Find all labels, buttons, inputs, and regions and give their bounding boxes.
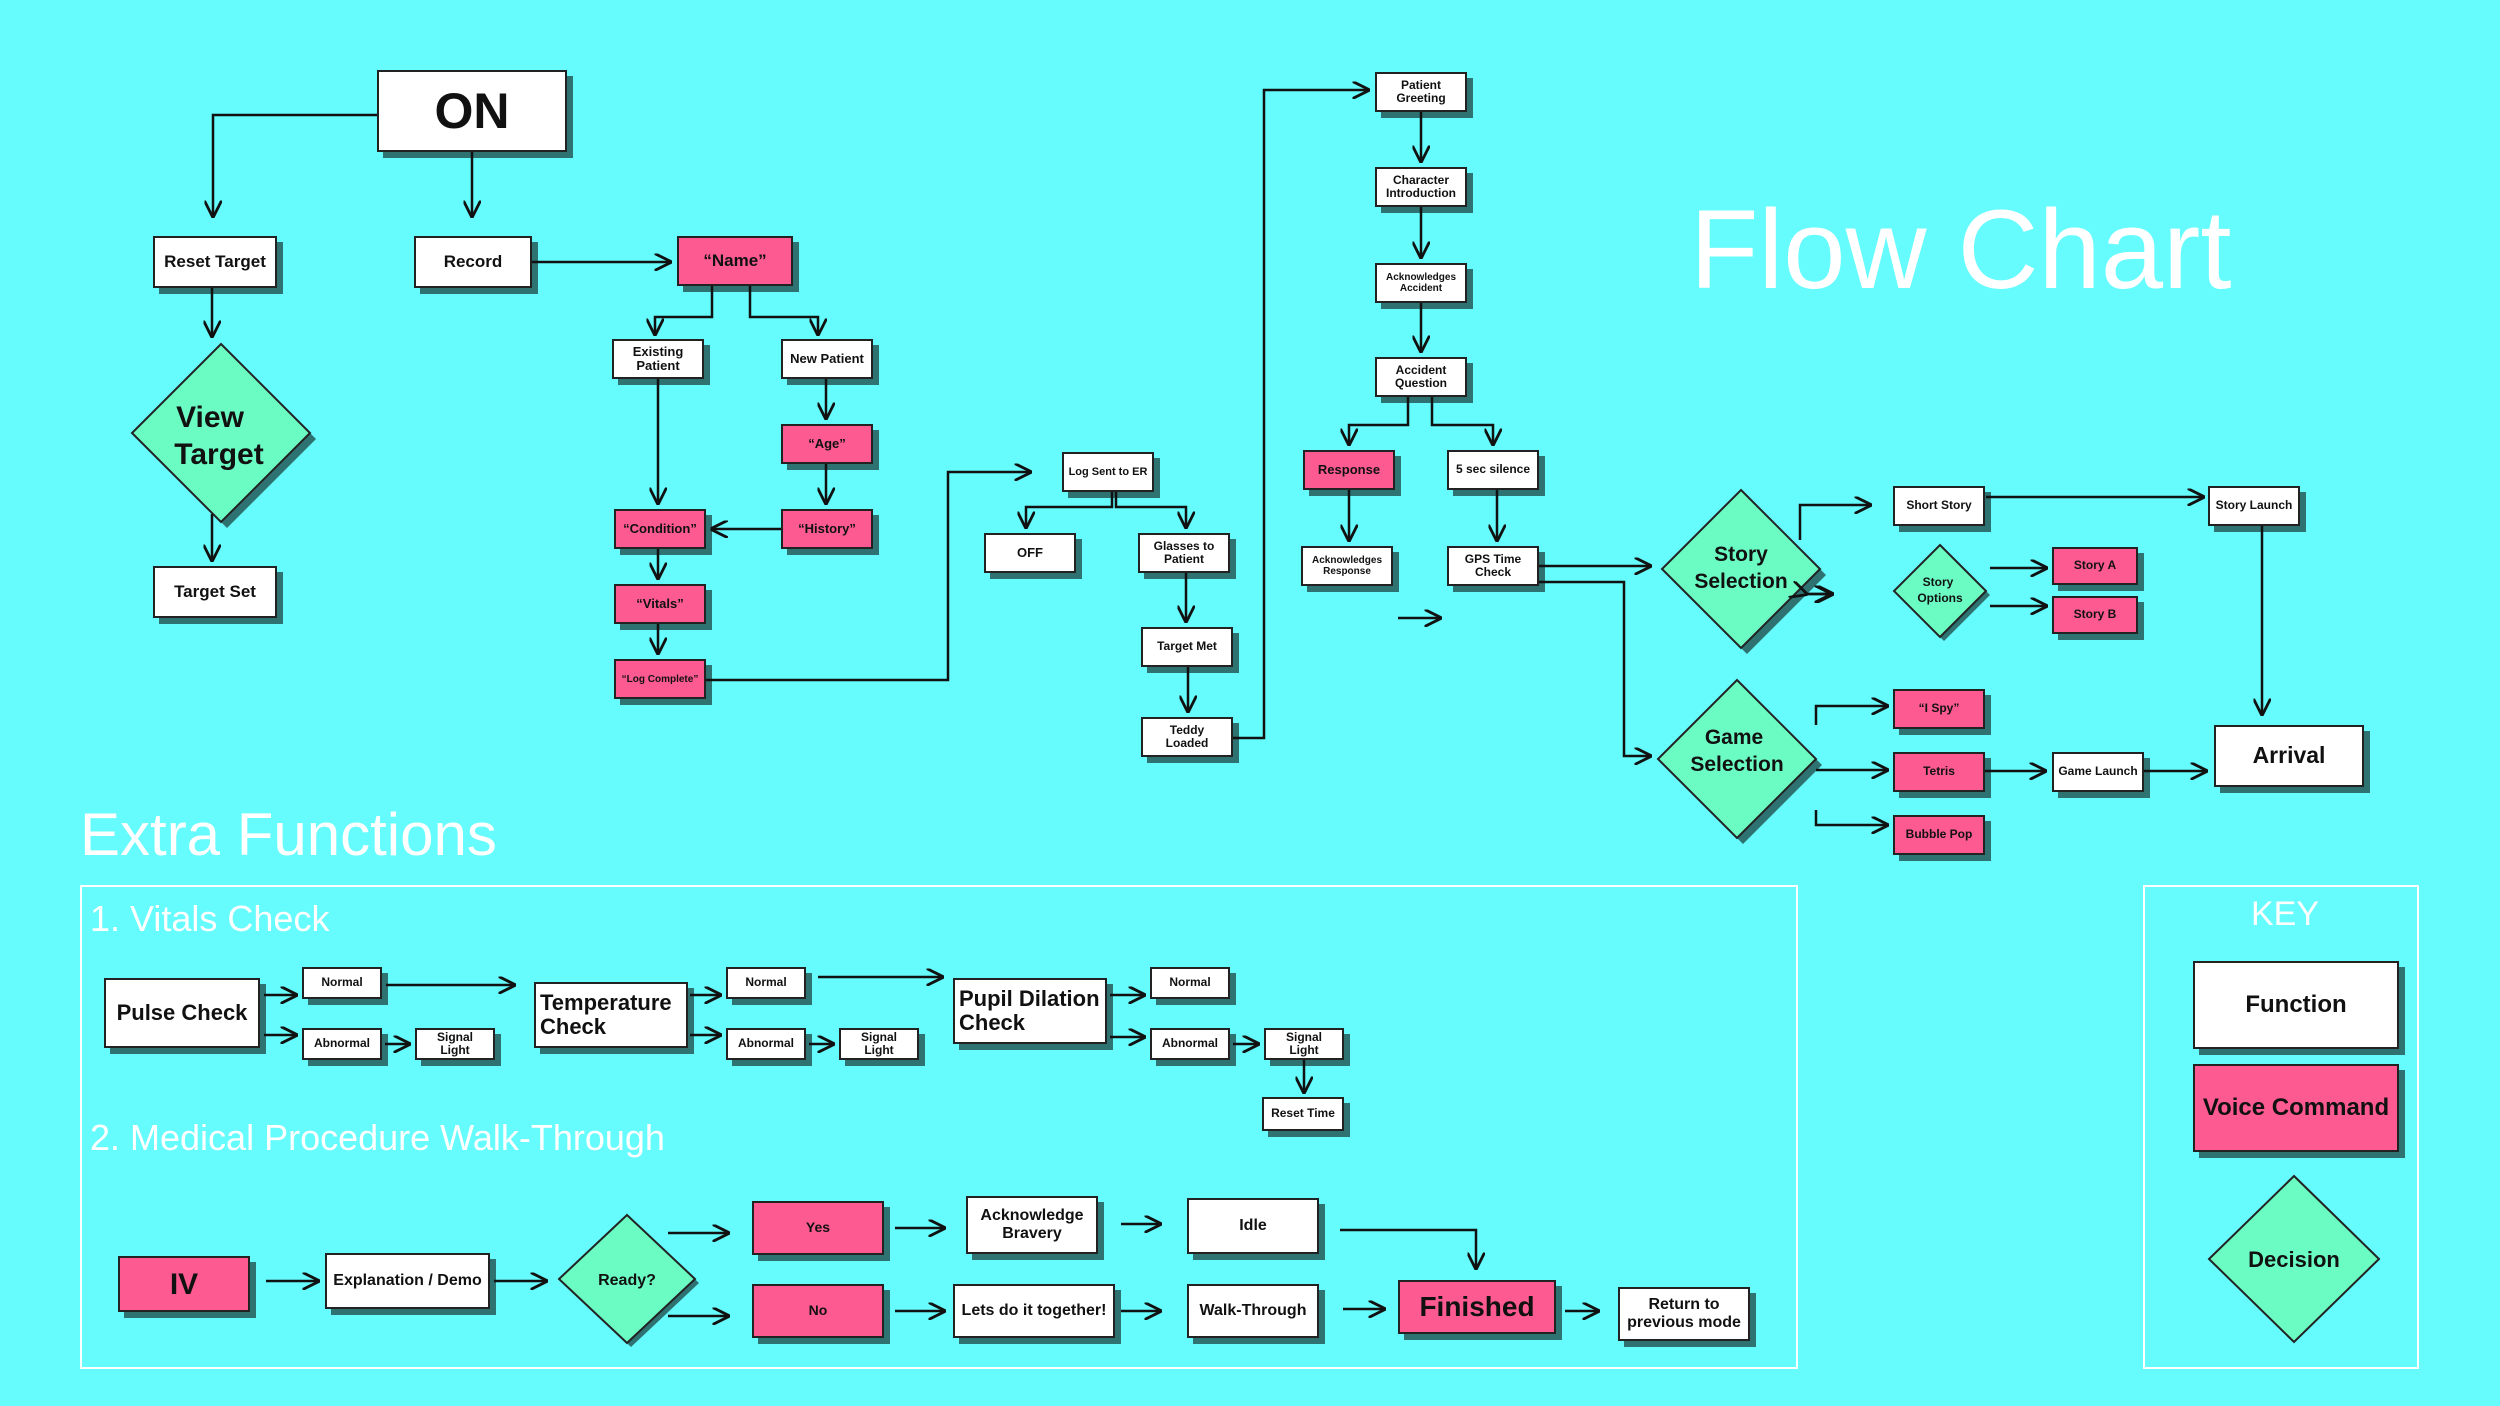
- story-options-line1: Story: [1923, 575, 1954, 589]
- target-set-node: Target Set: [153, 566, 277, 618]
- return-previous-node: Return to previous mode: [1618, 1287, 1750, 1341]
- temperature-abnormal-node: Abnormal: [726, 1028, 806, 1060]
- key-function-node: Function: [2193, 961, 2399, 1049]
- ack-accident-node: Acknowledges Accident: [1375, 263, 1467, 303]
- temperature-check-node: Temperature Check: [534, 982, 688, 1048]
- off-node: OFF: [984, 533, 1076, 573]
- extra-functions-title: Extra Functions: [80, 801, 497, 868]
- arrival-node: Arrival: [2214, 725, 2364, 787]
- iv-voice-node: IV: [118, 1256, 250, 1312]
- key-panel: [2143, 885, 2419, 1369]
- character-intro-node: Character Introduction: [1375, 167, 1467, 207]
- pulse-signal-node: Signal Light: [415, 1028, 495, 1060]
- ready-label: Ready?: [598, 1272, 656, 1289]
- game-selection-line2: Selection: [1690, 753, 1783, 776]
- game-launch-node: Game Launch: [2052, 752, 2144, 792]
- short-story-node: Short Story: [1893, 486, 1985, 526]
- chart-title: Flow Chart: [1690, 187, 2232, 312]
- condition-voice-node: “Condition”: [614, 509, 706, 549]
- story-options-decision: Story Options: [1892, 543, 1990, 641]
- tetris-voice-node: Tetris: [1893, 752, 1985, 792]
- new-patient-node: New Patient: [781, 339, 873, 379]
- gps-node: GPS Time Check: [1447, 546, 1539, 586]
- log-complete-voice-node: “Log Complete”: [614, 659, 706, 699]
- key-voice-command-node: Voice Command: [2193, 1064, 2399, 1152]
- log-sent-node: Log Sent to ER: [1062, 452, 1154, 492]
- story-selection-line1: Story: [1714, 543, 1768, 566]
- explanation-demo-node: Explanation / Demo: [325, 1253, 490, 1309]
- no-voice-node: No: [752, 1284, 884, 1338]
- vitals-voice-node: “Vitals”: [614, 584, 706, 624]
- pulse-normal-node: Normal: [302, 967, 382, 999]
- game-selection-line1: Game: [1705, 726, 1763, 749]
- key-decision-label: Decision: [2248, 1247, 2340, 1272]
- story-options-line2: Options: [1917, 591, 1963, 605]
- history-voice-node: “History”: [781, 509, 873, 549]
- view-target-line1: View: [176, 401, 244, 434]
- pulse-check-node: Pulse Check: [104, 978, 260, 1048]
- together-node: Lets do it together!: [953, 1284, 1115, 1338]
- record-node: Record: [414, 236, 532, 288]
- story-launch-node: Story Launch: [2208, 486, 2300, 526]
- ack-bravery-node: Acknowledge Bravery: [966, 1196, 1098, 1254]
- key-decision: Decision: [2207, 1174, 2381, 1344]
- age-voice-node: “Age”: [781, 424, 873, 464]
- key-title: KEY: [2251, 895, 2320, 933]
- walk-through-node: Walk-Through: [1187, 1284, 1319, 1338]
- silence-node: 5 sec silence: [1447, 450, 1539, 490]
- story-b-voice-node: Story B: [2052, 596, 2138, 634]
- story-a-voice-node: Story A: [2052, 547, 2138, 585]
- reset-target-node: Reset Target: [153, 236, 277, 288]
- bubble-pop-voice-node: Bubble Pop: [1893, 815, 1985, 855]
- reset-time-node: Reset Time: [1262, 1097, 1344, 1131]
- pupil-dilation-node: Pupil Dilation Check: [953, 978, 1107, 1044]
- temperature-normal-node: Normal: [726, 967, 806, 999]
- extra-functions-panel: [80, 885, 1798, 1369]
- pulse-abnormal-node: Abnormal: [302, 1028, 382, 1060]
- story-selection-line2: Selection: [1694, 570, 1787, 593]
- game-selection-decision: Game Selection: [1656, 678, 1822, 844]
- pupil-abnormal-node: Abnormal: [1150, 1028, 1230, 1060]
- accident-question-node: Accident Question: [1375, 357, 1467, 397]
- pupil-normal-node: Normal: [1150, 967, 1230, 999]
- finished-voice-node: Finished: [1398, 1280, 1556, 1334]
- i-spy-voice-node: “I Spy”: [1893, 689, 1985, 729]
- glasses-node: Glasses to Patient: [1138, 533, 1230, 573]
- target-met-node: Target Met: [1141, 627, 1233, 667]
- medical-walkthrough-title: 2. Medical Procedure Walk-Through: [90, 1117, 665, 1158]
- ready-decision: Ready?: [557, 1213, 699, 1347]
- vitals-check-title: 1. Vitals Check: [90, 898, 330, 939]
- teddy-loaded-node: Teddy Loaded: [1141, 717, 1233, 757]
- patient-greeting-node: Patient Greeting: [1375, 72, 1467, 112]
- view-target-decision: View Target: [130, 342, 316, 528]
- on-node: ON: [377, 70, 567, 152]
- pupil-signal-node: Signal Light: [1264, 1028, 1344, 1060]
- yes-voice-node: Yes: [752, 1201, 884, 1255]
- ack-response-node: Acknowledges Response: [1301, 546, 1393, 586]
- name-voice-node: “Name”: [677, 236, 793, 286]
- existing-patient-node: Existing Patient: [612, 339, 704, 379]
- response-voice-node: Response: [1303, 450, 1395, 490]
- view-target-line2: Target: [174, 438, 263, 471]
- temperature-signal-node: Signal Light: [839, 1028, 919, 1060]
- idle-node: Idle: [1187, 1198, 1319, 1254]
- story-selection-decision: Story Selection: [1660, 488, 1826, 654]
